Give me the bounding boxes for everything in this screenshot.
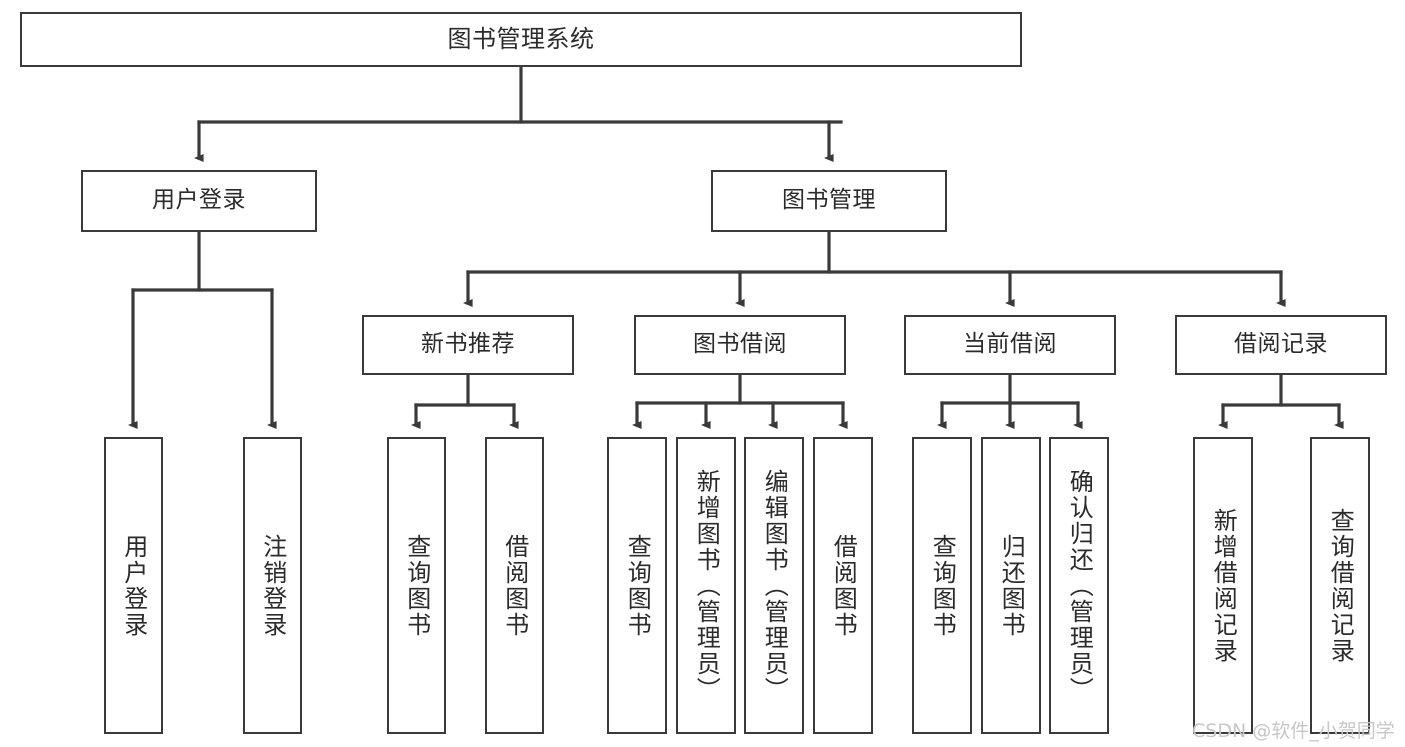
- node-label: 查询借阅记录: [1326, 507, 1355, 664]
- leaf-current-borrow-confirm-return-admin[interactable]: 确认归还（管理员）: [1049, 437, 1109, 734]
- node-label: 确认归还（管理员）: [1065, 468, 1094, 703]
- node-label: 编辑图书（管理员）: [760, 468, 789, 703]
- node-label: 用户登录: [152, 187, 246, 214]
- leaf-user-login-login[interactable]: 用户登录: [104, 437, 163, 734]
- node-current-borrow[interactable]: 当前借阅: [904, 315, 1116, 375]
- node-book-management[interactable]: 图书管理: [711, 170, 947, 232]
- node-label: 借阅记录: [1234, 331, 1328, 358]
- node-label: 图书管理: [782, 187, 876, 214]
- node-label: 新增图书（管理员）: [692, 468, 721, 703]
- node-label: 图书管理系统: [447, 25, 595, 54]
- node-label: 新增借阅记录: [1209, 507, 1238, 664]
- leaf-new-book-borrow-book[interactable]: 借阅图书: [485, 437, 544, 734]
- node-label: 借阅图书: [500, 533, 529, 638]
- node-new-book-recommend[interactable]: 新书推荐: [362, 315, 574, 375]
- node-label: 图书借阅: [693, 331, 787, 358]
- node-label: 注销登录: [258, 533, 287, 638]
- node-user-login[interactable]: 用户登录: [81, 170, 317, 232]
- leaf-borrow-records-query-record[interactable]: 查询借阅记录: [1310, 437, 1370, 734]
- leaf-borrow-records-add-record[interactable]: 新增借阅记录: [1193, 437, 1253, 734]
- leaf-current-borrow-query-book[interactable]: 查询图书: [912, 437, 972, 734]
- node-label: 当前借阅: [963, 331, 1057, 358]
- node-label: 新书推荐: [421, 331, 515, 358]
- leaf-book-borrow-add-book-admin[interactable]: 新增图书（管理员）: [676, 437, 736, 734]
- leaf-new-book-query-book[interactable]: 查询图书: [387, 437, 446, 734]
- node-label: 查询图书: [402, 533, 431, 638]
- node-label: 借阅图书: [829, 533, 858, 638]
- node-borrow-records[interactable]: 借阅记录: [1175, 315, 1387, 375]
- csdn-watermark: CSDN @软件_小贺同学: [1192, 720, 1395, 742]
- leaf-current-borrow-return-book[interactable]: 归还图书: [981, 437, 1041, 734]
- node-book-borrow[interactable]: 图书借阅: [634, 315, 846, 375]
- leaf-book-borrow-edit-book-admin[interactable]: 编辑图书（管理员）: [744, 437, 804, 734]
- node-label: 归还图书: [997, 533, 1026, 638]
- leaf-book-borrow-borrow-book[interactable]: 借阅图书: [813, 437, 873, 734]
- node-label: 查询图书: [623, 533, 652, 638]
- leaf-user-login-logout[interactable]: 注销登录: [243, 437, 302, 734]
- node-label: 查询图书: [928, 533, 957, 638]
- leaf-book-borrow-query-book[interactable]: 查询图书: [607, 437, 667, 734]
- node-label: 用户登录: [119, 533, 148, 638]
- node-root-book-management-system[interactable]: 图书管理系统: [20, 12, 1022, 67]
